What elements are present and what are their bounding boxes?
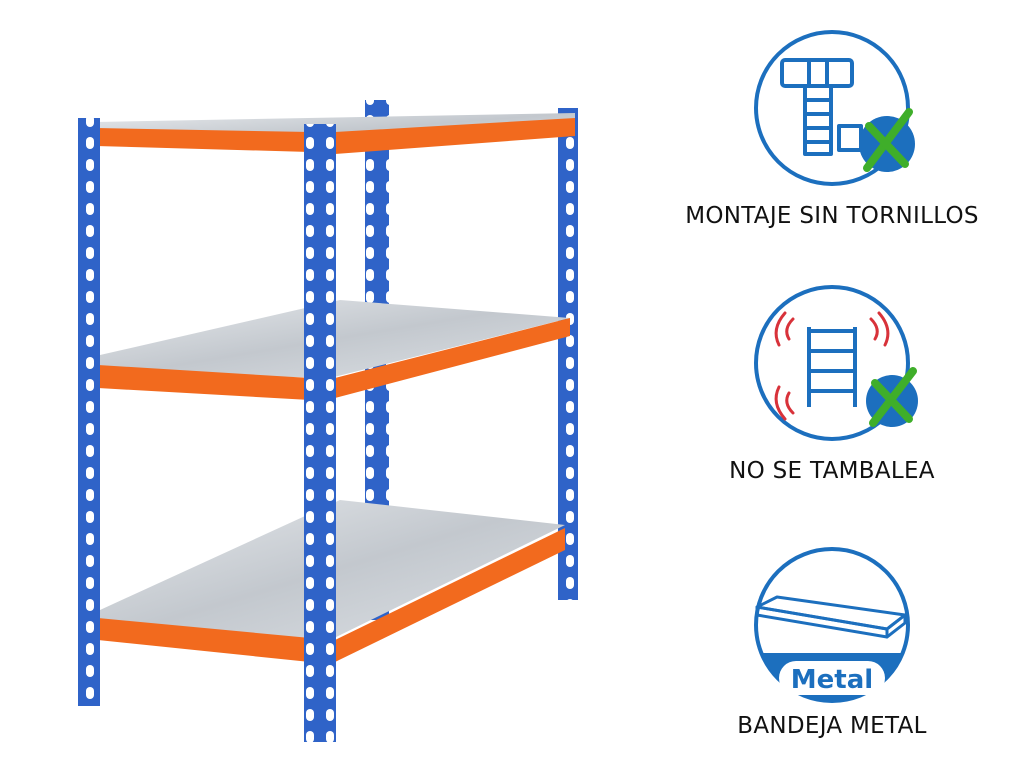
boltless-icon [754, 30, 915, 186]
top-beams [96, 118, 575, 154]
front-left-upright [78, 118, 100, 706]
stable-shelf-icon [754, 285, 918, 441]
feature-label: NO SE TAMBALEA [729, 458, 935, 484]
feature-label: MONTAJE SIN TORNILLOS [685, 203, 979, 229]
back-right-upright [558, 108, 578, 600]
metal-badge-text: Metal [791, 665, 873, 695]
metal-tray-icon: Metal [754, 547, 910, 703]
feature-boltless: MONTAJE SIN TORNILLOS [640, 30, 1024, 229]
shelving-unit-image [78, 100, 578, 742]
bottom-beams [98, 528, 565, 662]
middle-beams [98, 318, 570, 400]
feature-label: BANDEJA METAL [737, 713, 927, 739]
feature-metal-tray: Metal BANDEJA METAL [640, 545, 1024, 739]
front-right-upright [304, 124, 336, 742]
feature-stable: NO SE TAMBALEA [640, 285, 1024, 484]
